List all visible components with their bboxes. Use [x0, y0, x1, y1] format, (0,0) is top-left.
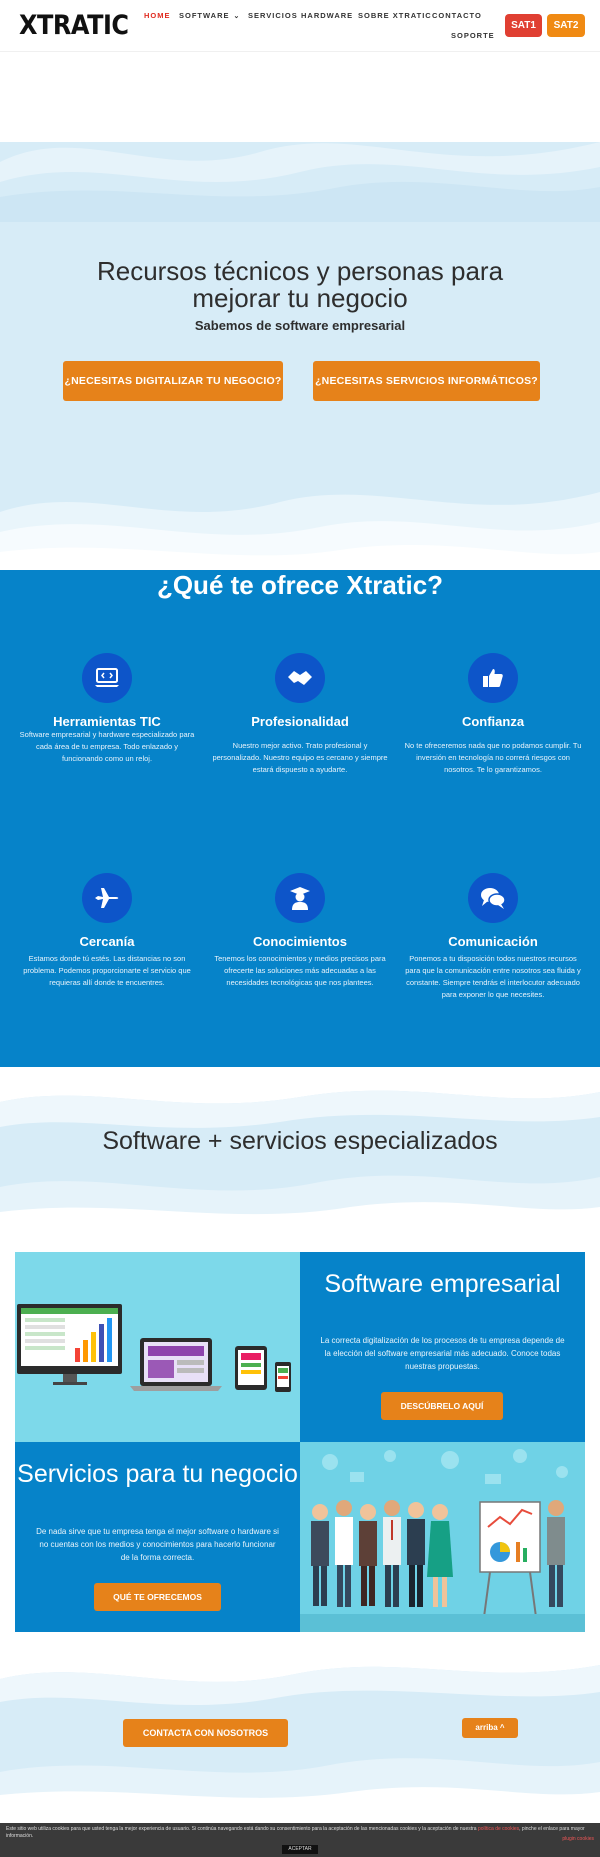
handshake-icon: [275, 653, 325, 703]
thumbs-up-icon: [468, 653, 518, 703]
cookie-text-2: , pinche el enlace para mayor informació…: [6, 1826, 585, 1839]
wave-decoration: [0, 1647, 600, 1823]
descubrelo-button[interactable]: DESCÚBRELO AQUÍ: [381, 1392, 503, 1420]
cookie-policy-link[interactable]: política de cookies: [477, 1826, 520, 1832]
feature-title: Conocimientos: [253, 934, 347, 949]
sat2-button[interactable]: SAT2: [547, 14, 585, 37]
site-logo[interactable]: XTRATIC: [19, 9, 129, 41]
cookie-accept-button[interactable]: ACEPTAR: [282, 1845, 318, 1854]
hero-title: Recursos técnicos y personas para mejora…: [96, 256, 504, 313]
team-presentation-illustration: [300, 1442, 585, 1632]
feature-text: Tenemos los conocimientos y medios preci…: [214, 954, 386, 987]
que-te-ofrecemos-button[interactable]: QUÉ TE OFRECEMOS: [94, 1583, 221, 1611]
team-image: [300, 1449, 585, 1632]
card-title: Software empresarial: [324, 1270, 561, 1298]
nav-home[interactable]: HOME: [144, 11, 171, 20]
software-servicios-section: Software + servicios especializados: [0, 1067, 600, 1235]
back-to-top-button[interactable]: arriba ^: [462, 1718, 518, 1738]
contacta-button[interactable]: CONTACTA CON NOSOTROS: [123, 1719, 288, 1747]
feature-title: Confianza: [461, 714, 525, 729]
nav-contacto[interactable]: CONTACTO: [432, 11, 482, 20]
nav-hardware[interactable]: HARDWARE: [301, 11, 354, 20]
hero-subtitle: Sabemos de software empresarial: [194, 318, 406, 333]
feature-text: No te ofreceremos nada que no podamos cu…: [404, 741, 582, 774]
software-empresarial-card: Software empresarial La correcta digital…: [300, 1252, 585, 1442]
servicios-negocio-card: Servicios para tu negocio De nada sirve …: [15, 1442, 300, 1632]
plane-icon: [82, 873, 132, 923]
hero-top-band: [0, 52, 600, 142]
feature-text: Nuestro mejor activo. Trato profesional …: [212, 741, 388, 774]
chat-bubbles-icon: [468, 873, 518, 923]
feature-text: Estamos donde tú estés. Las distancias n…: [23, 954, 191, 987]
card-title: Servicios para tu negocio: [17, 1460, 298, 1488]
site-header: XTRATIC HOME SOFTWARE⌄ SERVICIOS HARDWAR…: [0, 0, 600, 52]
sat1-button[interactable]: SAT1: [505, 14, 542, 37]
top-wave-decoration: [0, 142, 600, 222]
chevron-down-icon: ⌄: [233, 13, 241, 20]
section-title: Software + servicios especializados: [102, 1127, 498, 1155]
cookie-message: Este sitio web utiliza cookies para que …: [6, 1826, 594, 1840]
servicios-informaticos-button[interactable]: ¿NECESITAS SERVICIOS INFORMÁTICOS?: [313, 361, 540, 401]
feature-text: Ponemos a tu disposición todos nuestros …: [405, 954, 581, 999]
card-text: De nada sirve que tu empresa tenga el me…: [36, 1527, 279, 1562]
feature-title: Comunicación: [448, 934, 538, 949]
nav-sobre-xtratic[interactable]: SOBRE XTRATIC: [358, 11, 432, 20]
laptop-code-icon: [82, 653, 132, 703]
ofrece-section: ¿Qué te ofrece Xtratic? Herramientas TIC…: [0, 570, 600, 1067]
ofrece-title: ¿Qué te ofrece Xtratic?: [156, 570, 444, 600]
main-nav: HOME SOFTWARE⌄ SERVICIOS HARDWARE SOBRE …: [140, 8, 494, 48]
wave-decoration: [0, 1067, 600, 1235]
card-text: La correcta digitalización de los proces…: [320, 1336, 565, 1371]
cookie-banner: Este sitio web utiliza cookies para que …: [0, 1823, 600, 1857]
nav-software[interactable]: SOFTWARE⌄: [179, 11, 240, 20]
feature-title: Cercanía: [79, 934, 135, 949]
nav-servicios[interactable]: SERVICIOS: [248, 11, 298, 20]
services-grid: Software empresarial La correcta digital…: [0, 1235, 600, 1647]
software-devices-illustration: [15, 1252, 300, 1442]
feature-title: Herramientas TIC: [53, 714, 161, 729]
graduate-icon: [275, 873, 325, 923]
devices-image: [17, 1304, 291, 1392]
feature-title: Profesionalidad: [251, 714, 349, 729]
hero-section: Recursos técnicos y personas para mejora…: [0, 52, 600, 570]
bottom-wave-decoration: [0, 492, 600, 570]
feature-text: Software empresarial y hardware especial…: [19, 730, 195, 763]
cookie-text: Este sitio web utiliza cookies para que …: [6, 1826, 477, 1832]
cookie-plugin-link[interactable]: plugin cookies: [562, 1836, 594, 1842]
digitalizar-negocio-button[interactable]: ¿NECESITAS DIGITALIZAR TU NEGOCIO?: [63, 361, 283, 401]
nav-soporte[interactable]: SOPORTE: [451, 31, 495, 40]
bottom-section: CONTACTA CON NOSOTROS arriba ^: [0, 1647, 600, 1823]
nav-software-label: SOFTWARE: [179, 11, 230, 20]
